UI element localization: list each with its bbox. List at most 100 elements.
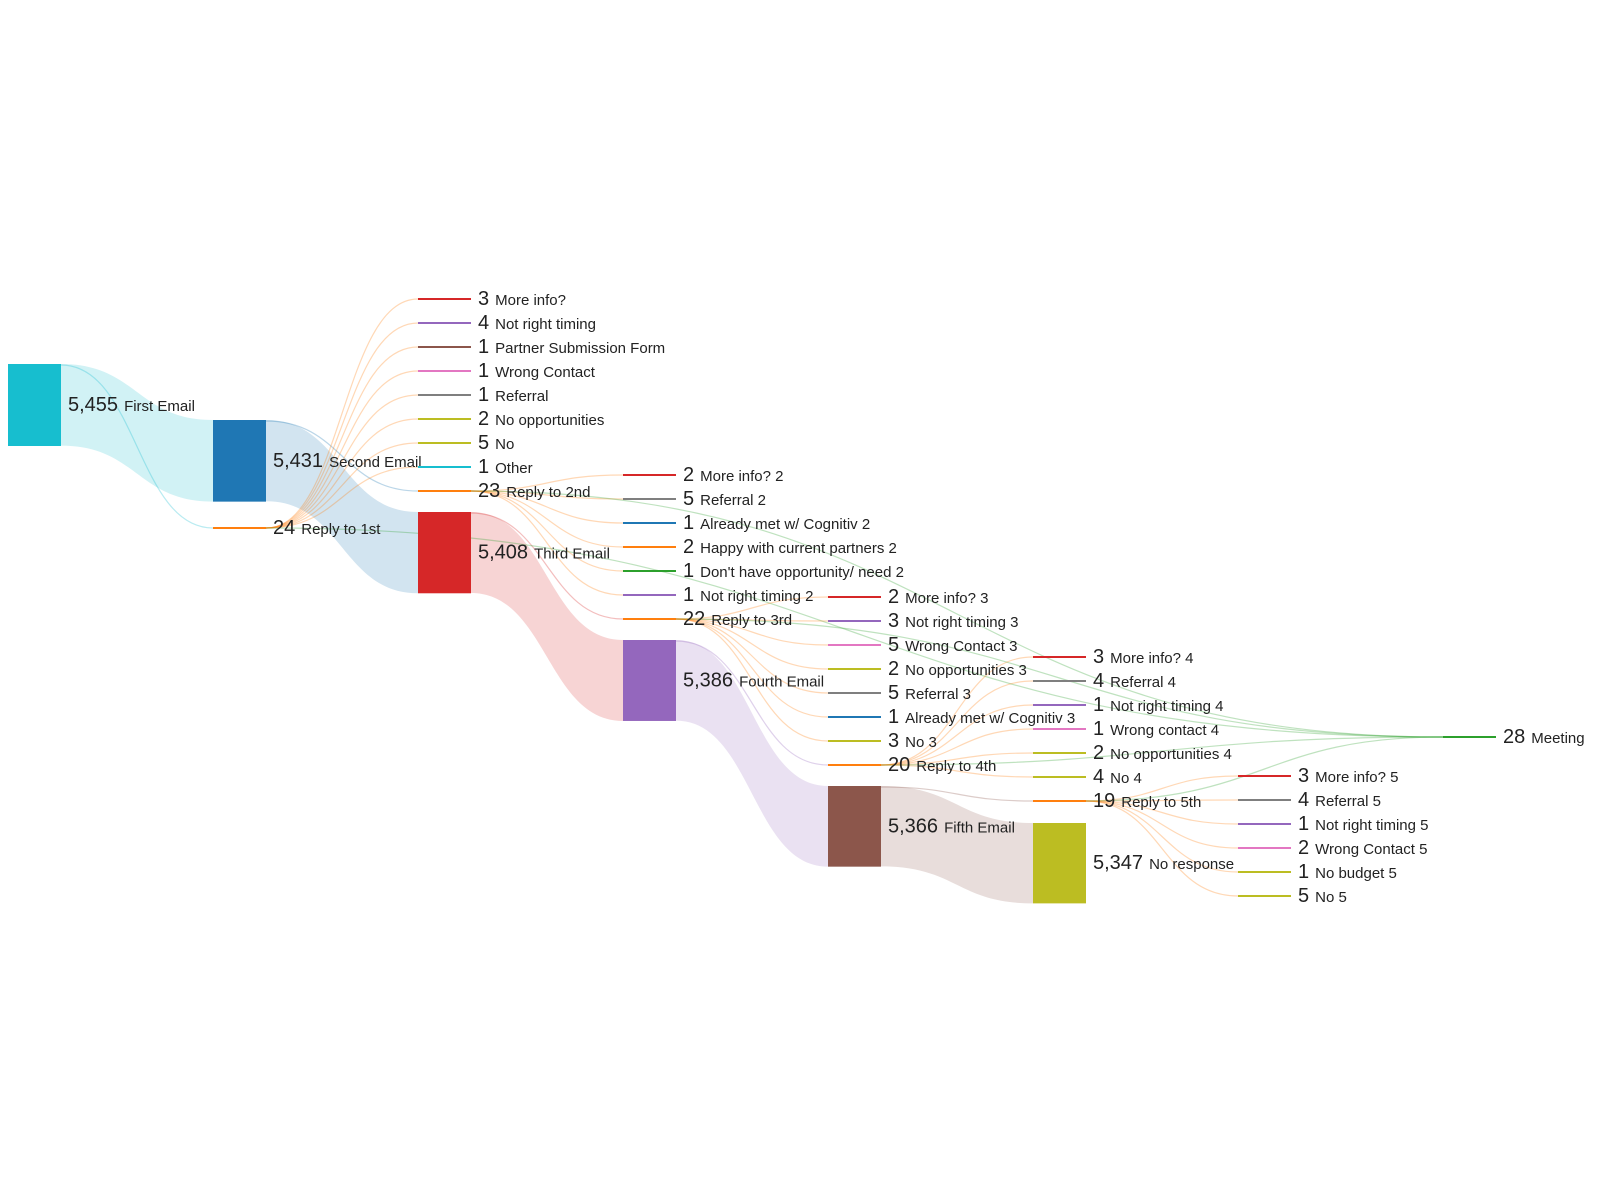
link-reply4-to-r4_no: [880, 764, 1034, 778]
node-bar-r1_referral: [418, 394, 471, 396]
node-value: 5,408: [478, 542, 528, 564]
sankey-links: [60, 298, 1444, 904]
node-r5_budget: 1 No budget 5: [1238, 861, 1397, 883]
node-value: 4: [1093, 670, 1104, 692]
node-name: Referral 2: [700, 492, 766, 509]
node-value: 3: [888, 610, 899, 632]
node-name: Third Email: [534, 546, 610, 563]
node-r4_timing: 1 Not right timing 4: [1033, 694, 1224, 716]
link-reply2-to-r2_referral: [470, 490, 624, 500]
node-value: 1: [478, 456, 489, 478]
link-reply3-to-r3_no: [675, 618, 829, 742]
node-label-r5_budget: 1 No budget 5: [1298, 861, 1397, 883]
node-name: Reply to 3rd: [711, 612, 792, 629]
node-bar-first: [8, 364, 61, 446]
node-label-third: 5,408 Third Email: [478, 542, 610, 564]
node-bar-fifth: [828, 786, 881, 867]
link-reply3-to-r3_met: [675, 618, 829, 718]
link-third-to-fourth: [471, 512, 623, 721]
node-bar-r2_timing: [623, 594, 676, 596]
link-fourth-to-reply4: [675, 640, 829, 766]
node-bar-r5_moreinfo: [1238, 775, 1291, 777]
node-name: No budget 5: [1315, 865, 1397, 882]
node-name: Referral: [495, 388, 548, 405]
node-name: More info? 5: [1315, 769, 1398, 786]
node-name: No 3: [905, 734, 937, 751]
node-value: 2: [1093, 742, 1104, 764]
node-value: 1: [478, 384, 489, 406]
node-label-r4_timing: 1 Not right timing 4: [1093, 694, 1224, 716]
link-first-to-second: [61, 364, 213, 502]
node-label-reply1: 24 Reply to 1st: [273, 517, 381, 539]
link-reply3-to-r3_timing: [675, 618, 829, 622]
node-name: Other: [495, 460, 533, 477]
node-bar-r3_met: [828, 716, 881, 718]
node-bar-r5_timing: [1238, 823, 1291, 825]
link-reply1-to-r1_timing: [265, 322, 419, 529]
node-name: Not right timing 3: [905, 614, 1018, 631]
node-value: 3: [478, 288, 489, 310]
node-value: 1: [1093, 694, 1104, 716]
link-reply4-to-r4_referral: [880, 680, 1034, 766]
node-label-r3_timing: 3 Not right timing 3: [888, 610, 1019, 632]
node-value: 2: [683, 464, 694, 486]
node-value: 1: [888, 706, 899, 728]
node-bar-reply5: [1033, 800, 1086, 802]
node-name: Reply to 1st: [301, 521, 381, 538]
node-r2_moreinfo: 2 More info? 2: [623, 464, 784, 486]
node-bar-r4_moreinfo: [1033, 656, 1086, 658]
node-bar-r3_referral: [828, 692, 881, 694]
link-reply5-to-r5_moreinfo: [1085, 775, 1239, 802]
link-reply2-to-r2_met: [470, 490, 624, 524]
node-value: 4: [478, 312, 489, 334]
link-second-to-reply2: [265, 420, 419, 492]
node-r1_other: 1 Other: [418, 456, 533, 478]
node-value: 23: [478, 480, 500, 502]
node-name: Referral 4: [1110, 674, 1176, 691]
node-bar-r3_no: [828, 740, 881, 742]
node-value: 2: [1298, 837, 1309, 859]
node-name: Wrong Contact 3: [905, 638, 1017, 655]
link-reply4-to-r4_noopp: [880, 752, 1034, 766]
link-fourth-to-fifth: [676, 640, 828, 867]
node-name: No opportunities 3: [905, 662, 1027, 679]
node-name: No response: [1149, 856, 1234, 873]
node-name: Happy with current partners 2: [700, 540, 897, 557]
node-name: More info? 2: [700, 468, 783, 485]
node-value: 1: [1298, 813, 1309, 835]
node-name: Second Email: [329, 454, 422, 471]
node-value: 1: [1298, 861, 1309, 883]
node-bar-r3_moreinfo: [828, 596, 881, 598]
node-name: Not right timing 4: [1110, 698, 1223, 715]
node-bar-r1_wrong: [418, 370, 471, 372]
node-name: No 4: [1110, 770, 1142, 787]
link-reply4-to-r4_wrong: [880, 728, 1034, 766]
node-value: 5: [478, 432, 489, 454]
node-bar-r1_noopp: [418, 418, 471, 420]
node-name: More info? 4: [1110, 650, 1193, 667]
node-value: 24: [273, 517, 295, 539]
